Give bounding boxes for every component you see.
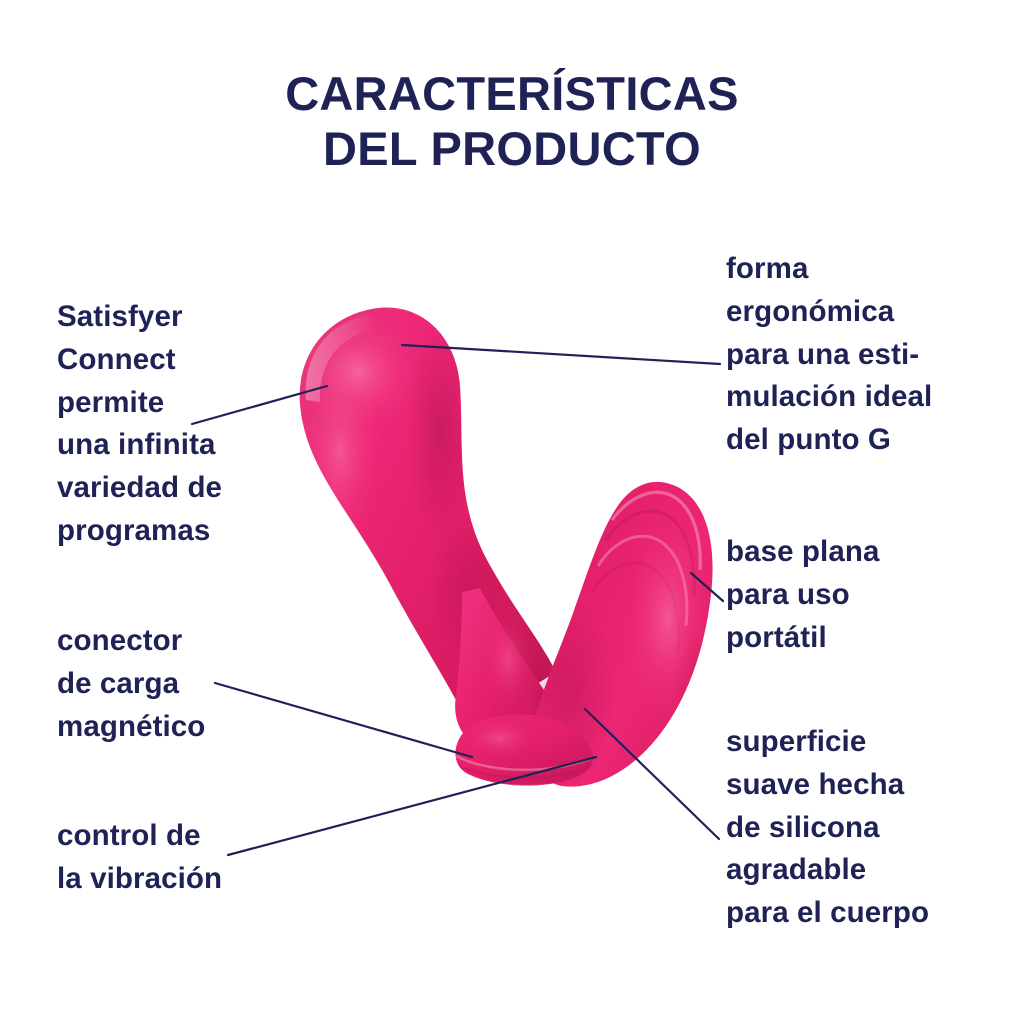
page-title-line-2: DEL PRODUCTO bbox=[323, 122, 701, 176]
callout-satisfyer-connect: Satisfyer Connect permite una infinita v… bbox=[57, 300, 223, 547]
page-title-line-1: CARACTERÍSTICAS bbox=[285, 67, 739, 120]
leader-line-superficie bbox=[583, 707, 721, 841]
callout-soft-silicone-surface: superficie suave hecha de silicona agrad… bbox=[726, 725, 930, 930]
leader-line-connect bbox=[190, 384, 329, 426]
callout-ergonomic-shape: forma ergonómica para una esti- mulación… bbox=[726, 252, 933, 457]
leader-line-forma bbox=[400, 343, 722, 366]
leader-line-conector bbox=[213, 681, 474, 759]
leader-line-base bbox=[689, 571, 725, 603]
leader-line-control bbox=[226, 755, 598, 857]
page-title: CARACTERÍSTICAS DEL PRODUCTO bbox=[0, 66, 1024, 177]
callout-vibration-control: control de la vibración bbox=[57, 819, 223, 895]
callout-flat-base: base plana para uso portátil bbox=[726, 535, 880, 654]
leader-lines-group bbox=[190, 343, 725, 857]
callout-magnetic-charging-connector: conector de carga magnético bbox=[57, 624, 206, 743]
